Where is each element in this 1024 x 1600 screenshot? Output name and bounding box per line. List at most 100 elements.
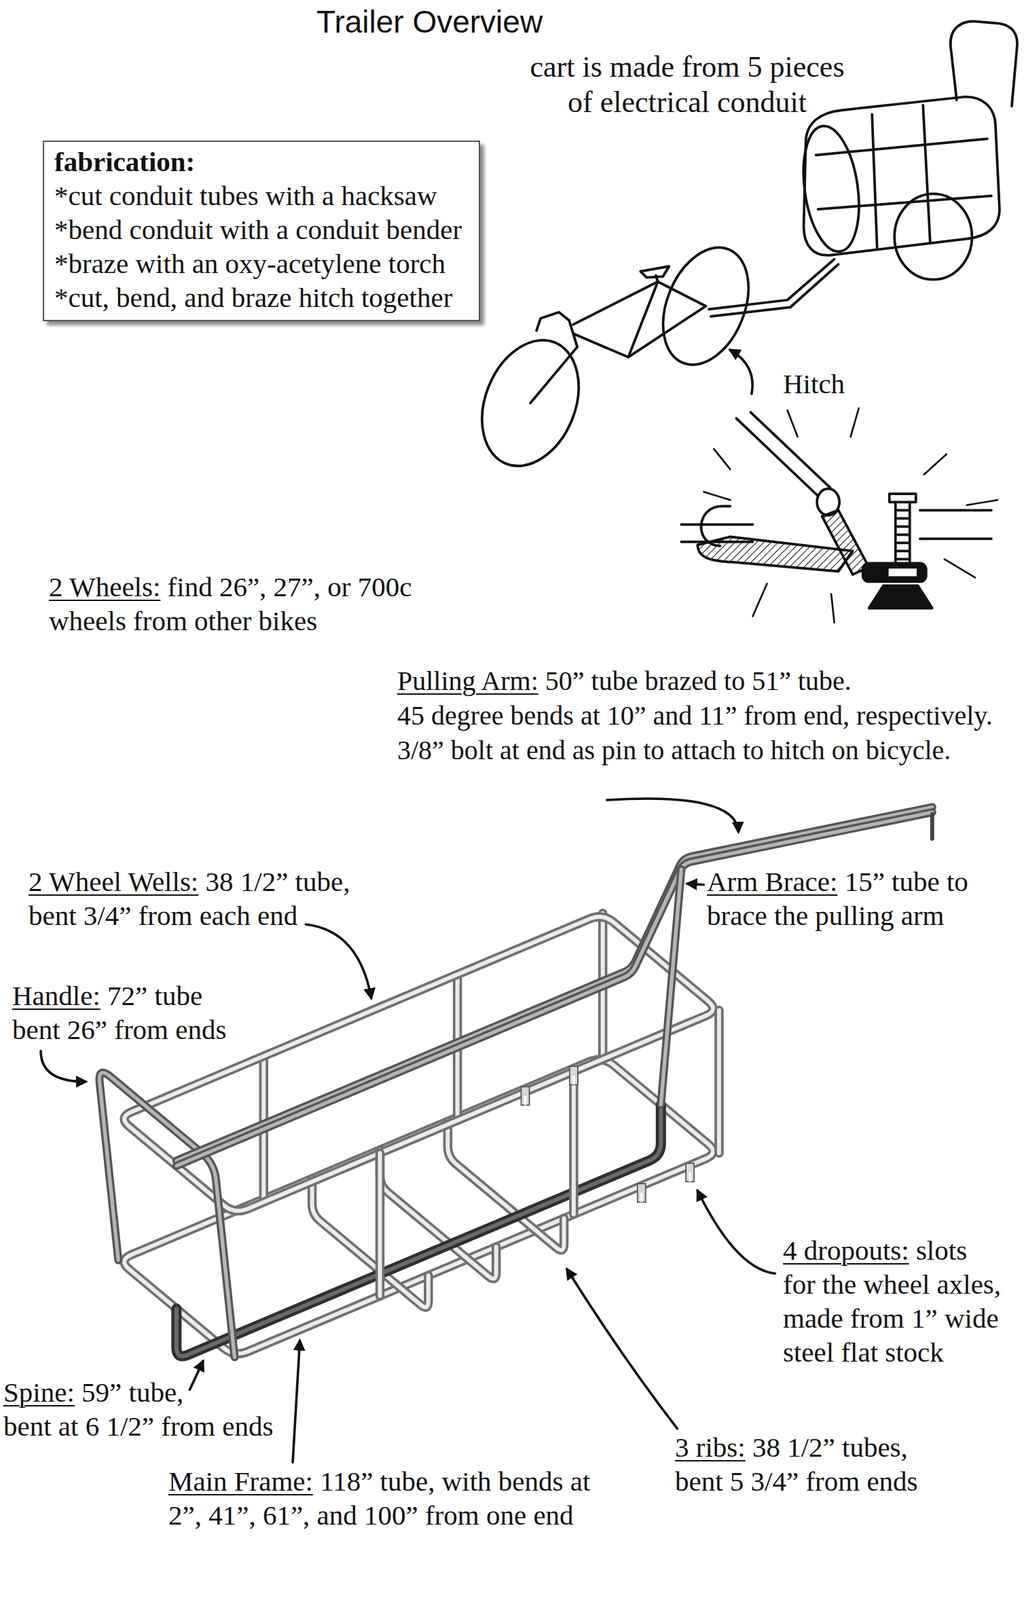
note-item: *cut conduit tubes with a hacksaw <box>54 178 438 213</box>
dropout-slot <box>688 1172 692 1182</box>
bike-frame <box>530 281 706 404</box>
part-name: Pulling Arm: <box>397 665 539 697</box>
label-group: 2 Wheels:find 26”, 27”, or 700c wheels f… <box>48 569 443 638</box>
ray <box>924 454 947 475</box>
pulling-arm-tube <box>176 812 933 1166</box>
dropout-slot <box>524 1095 527 1106</box>
rib-tube <box>379 1149 496 1278</box>
part-note: 3/8” bolt at end as pin to attach to hit… <box>397 734 951 766</box>
label-line: Pulling Arm:50” tube brazed to 51” tube. <box>397 663 993 699</box>
ray <box>713 448 730 470</box>
part-note: 50” tube brazed to 51” tube. <box>545 665 852 697</box>
label-group: Hitch <box>782 366 845 401</box>
label-group: 4 dropouts:slots for the wheel axles, ma… <box>782 1233 1004 1369</box>
ray <box>752 583 767 616</box>
handle-tube-highlight <box>99 1072 235 1358</box>
label-group: Spine:59” tube,bent at 6 1/2” from ends <box>3 1375 273 1443</box>
label-line: 45 degree bends at 10” and 11” from end,… <box>397 698 993 733</box>
bike-handlebar <box>536 312 570 331</box>
post-tube-highlight <box>377 1153 382 1296</box>
label-line: 3/8” bolt at end as pin to attach to hit… <box>397 732 993 768</box>
hitch-nut <box>863 562 927 582</box>
post-tube <box>569 1071 579 1215</box>
label-group: 2 Wheel Wells:38 1/2” tube, bent 3/4” fr… <box>28 864 375 933</box>
handle-tube <box>99 1072 235 1358</box>
part-name: 3 ribs: <box>674 1431 746 1463</box>
label-line: 2 Wheel Wells:38 1/2” tube, bent 3/4” fr… <box>28 864 375 933</box>
ray <box>831 593 835 623</box>
ray <box>703 491 730 500</box>
emphasis-rays <box>703 408 998 623</box>
part-note: 59” tube, <box>81 1376 184 1408</box>
note-box: fabrication:*cut conduit tubes with a ha… <box>42 140 481 322</box>
note-item: *cut, bend, and braze hitch together <box>54 280 453 315</box>
hitch-nut-face <box>887 567 919 578</box>
leader-arrow <box>567 1269 678 1429</box>
arm-brace-tube <box>660 869 682 1105</box>
part-name: Spine: <box>3 1376 75 1408</box>
dropout-tab <box>521 1086 530 1105</box>
part-name: 2 Wheels: <box>48 571 161 603</box>
rib-tube <box>312 1178 429 1307</box>
label-line: 2 Wheels:find 26”, 27”, or 700c wheels f… <box>48 569 443 638</box>
label-group: Main Frame:118” tube, with bends at 2”, … <box>168 1464 597 1532</box>
label-group: Arm Brace:15” tube to brace the pulling … <box>706 864 979 933</box>
label-group: Pulling Arm:50” tube brazed to 51” tube.… <box>397 663 993 768</box>
ray <box>787 410 798 437</box>
leader-arrow <box>607 798 739 832</box>
dropout-tab <box>569 1066 578 1085</box>
label-line: Spine:59” tube, <box>3 1375 273 1410</box>
hitch-arm <box>736 412 830 496</box>
part-name: Main Frame: <box>168 1465 314 1497</box>
title: Trailer Overview <box>316 2 543 41</box>
pulling-arm-tube-highlight <box>176 812 933 1166</box>
trailer-handle <box>950 21 1018 106</box>
rib-tube-highlight <box>379 1149 496 1278</box>
bolt-head <box>889 493 917 502</box>
leader-arrow <box>189 1360 204 1390</box>
label-line: bent at 6 1/2” from ends <box>3 1409 273 1443</box>
spine-tube <box>176 1104 661 1357</box>
frame-tube <box>920 509 992 539</box>
overview-sketch <box>464 21 1018 623</box>
dropout-slot <box>572 1075 576 1086</box>
leader-arrow <box>292 1340 301 1462</box>
part-name: 4 dropouts: <box>782 1234 910 1266</box>
label-group: cart is made from 5 pieces of electrical… <box>521 49 853 121</box>
part-name: Handle: <box>12 979 101 1012</box>
spine-tube-highlight <box>176 1104 661 1357</box>
label-line: Hitch <box>782 366 845 401</box>
rib-tube-highlight <box>312 1178 429 1307</box>
pulling-arm-tube <box>176 807 933 1162</box>
leader-arrow <box>687 883 704 885</box>
part-note: 45 degree bends at 10” and 11” from end,… <box>397 700 993 731</box>
pulling-arm-tube-highlight <box>176 807 933 1162</box>
hitch-pin <box>930 814 935 839</box>
note-heading: fabrication: <box>54 144 195 179</box>
label-line: Handle:72” tube bent 26” from ends <box>12 978 240 1047</box>
rib-tube <box>447 1121 564 1250</box>
ray <box>966 499 998 506</box>
note-item: *bend conduit with a conduit bender <box>54 212 462 247</box>
hitch-bar <box>822 509 870 575</box>
part-name: Arm Brace: <box>706 865 838 898</box>
post-tube-highlight <box>717 1010 722 1154</box>
trailer-body <box>803 97 1000 256</box>
note-item: *braze with an oxy-acetylene torch <box>54 246 446 281</box>
leader-arrow <box>306 924 372 998</box>
hitch-plate <box>697 536 853 572</box>
dropout-slot <box>640 1192 644 1202</box>
label-group: Handle:72” tube bent 26” from ends <box>12 978 240 1047</box>
hitch-base <box>869 585 933 608</box>
leader-arrow <box>697 1190 775 1274</box>
ray <box>850 408 859 437</box>
rib-tube-highlight <box>447 1121 564 1250</box>
label-line: Arm Brace:15” tube to brace the pulling … <box>706 864 979 933</box>
label-line: Main Frame:118” tube, with bends at 2”, … <box>168 1464 597 1532</box>
post-tube-highlight <box>571 1071 576 1215</box>
part-note: cart is made from 5 pieces of electrical… <box>529 50 845 119</box>
ray <box>944 558 976 578</box>
label-line: cart is made from 5 pieces of electrical… <box>521 49 853 121</box>
arm-brace-tube-highlight <box>660 869 682 1105</box>
